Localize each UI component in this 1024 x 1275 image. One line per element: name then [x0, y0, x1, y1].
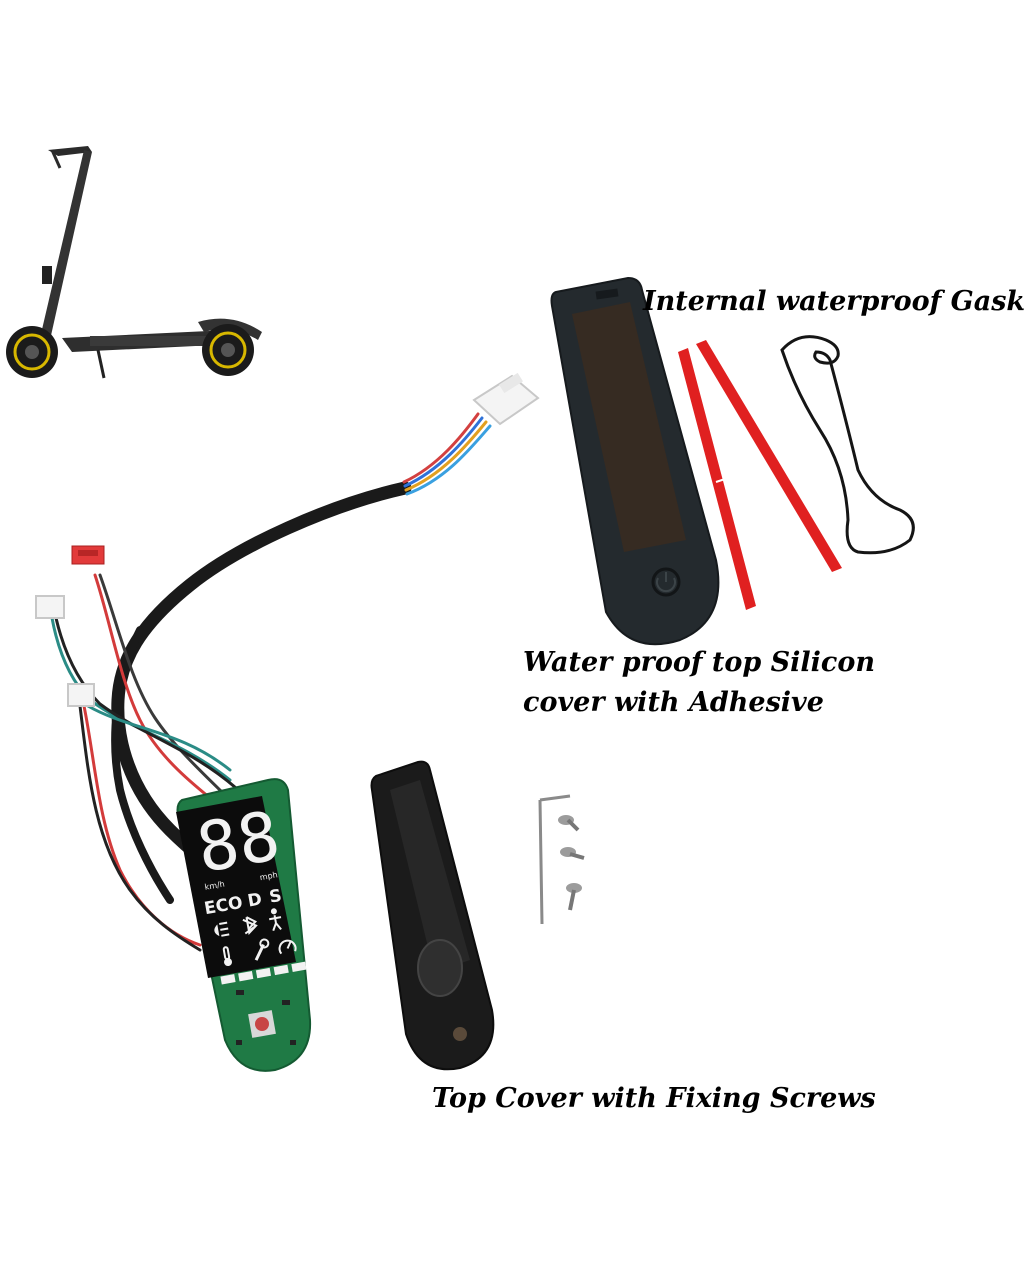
- red-connector: [71, 545, 105, 565]
- white-connector-middle: [67, 683, 95, 707]
- unit-kmh: km/h: [204, 880, 225, 892]
- silicon-cover-label-line1: Water proof top Silicon: [523, 647, 875, 678]
- speed-digits: 88: [191, 797, 285, 889]
- top-cover-label: Top Cover with Fixing Screws: [432, 1083, 876, 1114]
- fixing-screws: [538, 794, 585, 925]
- walk-icon: [269, 908, 282, 932]
- mode-d: D: [246, 889, 263, 911]
- dashboard-pcb: [176, 778, 312, 1072]
- mode-s: S: [268, 886, 284, 908]
- silicon-cover-label: Water proof top Silicon cover with Adhes…: [523, 643, 875, 723]
- screw-1: [558, 815, 580, 832]
- speedometer-icon: [278, 939, 297, 955]
- bluetooth-icon: [242, 916, 258, 936]
- scooter-photo: [6, 146, 262, 379]
- thermometer-icon: [222, 946, 233, 967]
- silicon-cover-label-line2: cover with Adhesive: [523, 687, 824, 718]
- unit-mph: mph: [259, 870, 278, 882]
- screw-3: [566, 883, 582, 911]
- battery-bar: [220, 961, 307, 985]
- power-icon: [651, 567, 681, 597]
- gasket-label: Internal waterproof Gasket: [643, 286, 1024, 317]
- top-cover: [370, 760, 495, 1071]
- display-panel: 88 km/h mph ECO D S: [191, 797, 307, 985]
- wrench-icon: [254, 938, 270, 961]
- white-connector-left: [35, 595, 65, 619]
- screw-2: [560, 847, 585, 860]
- adhesive-strips: [678, 340, 842, 610]
- white-connector-main: [472, 372, 540, 426]
- gasket: [780, 335, 915, 555]
- silicon-cover: [550, 276, 720, 646]
- headlight-icon: [214, 921, 230, 937]
